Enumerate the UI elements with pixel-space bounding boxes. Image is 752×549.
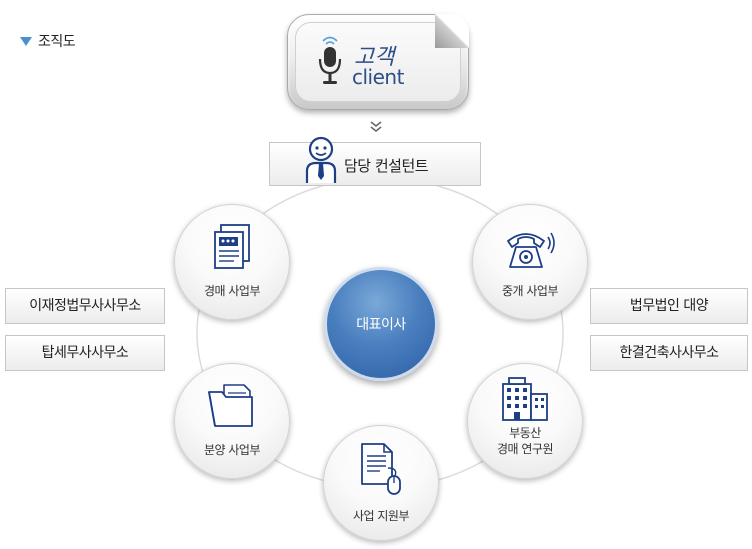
node-sales-label: 분양 사업부 xyxy=(203,443,261,457)
node-realestate-label-2: 경매 연구원 xyxy=(496,442,554,456)
node-brokerage-department: 중개 사업부 xyxy=(472,204,588,320)
node-brokerage-label: 중개 사업부 xyxy=(501,284,559,298)
document-mouse-icon xyxy=(361,443,401,495)
node-support-label: 사업 지원부 xyxy=(352,509,410,523)
client-box-inner xyxy=(295,22,461,102)
node-realestate-research: 부동산 경매 연구원 xyxy=(467,363,583,479)
manager-box: 담당 컨설턴트 xyxy=(269,136,481,186)
client-box: 고객 client xyxy=(287,14,469,110)
page-curl-icon xyxy=(435,14,469,48)
node-sales-department: 분양 사업부 xyxy=(174,363,290,479)
node-realestate-label-1: 부동산 xyxy=(509,426,541,440)
folder-icon xyxy=(208,384,253,427)
section-title: 조직도 xyxy=(20,31,76,51)
manager-label: 담당 컨설턴트 xyxy=(344,157,429,175)
partner-left-1: 이재정법무사사무소 xyxy=(5,288,165,324)
client-label-ko: 고객 xyxy=(354,45,395,70)
node-auction-department: 경매 사업부 xyxy=(174,204,290,320)
client-label-en: client xyxy=(352,65,404,89)
ceo-label: 대표이사 xyxy=(356,317,406,333)
node-auction-label: 경매 사업부 xyxy=(203,284,261,298)
microphone-icon xyxy=(318,36,342,84)
double-chevron-down-icon xyxy=(370,121,382,132)
building-icon xyxy=(502,377,548,421)
consultant-person-icon xyxy=(305,136,337,183)
partner-left-2: 탑세무사사무소 xyxy=(5,335,165,371)
triangle-bullet-icon xyxy=(20,36,32,46)
node-support-department: 사업 지원부 xyxy=(323,425,439,541)
ceo-node: 대표이사 xyxy=(324,267,438,381)
partner-right-1: 법무법인 대양 xyxy=(590,288,748,324)
document-icon xyxy=(214,224,250,269)
section-title-text: 조직도 xyxy=(38,34,76,50)
telephone-icon xyxy=(507,232,555,268)
partner-right-2: 한결건축사사무소 xyxy=(590,335,748,371)
